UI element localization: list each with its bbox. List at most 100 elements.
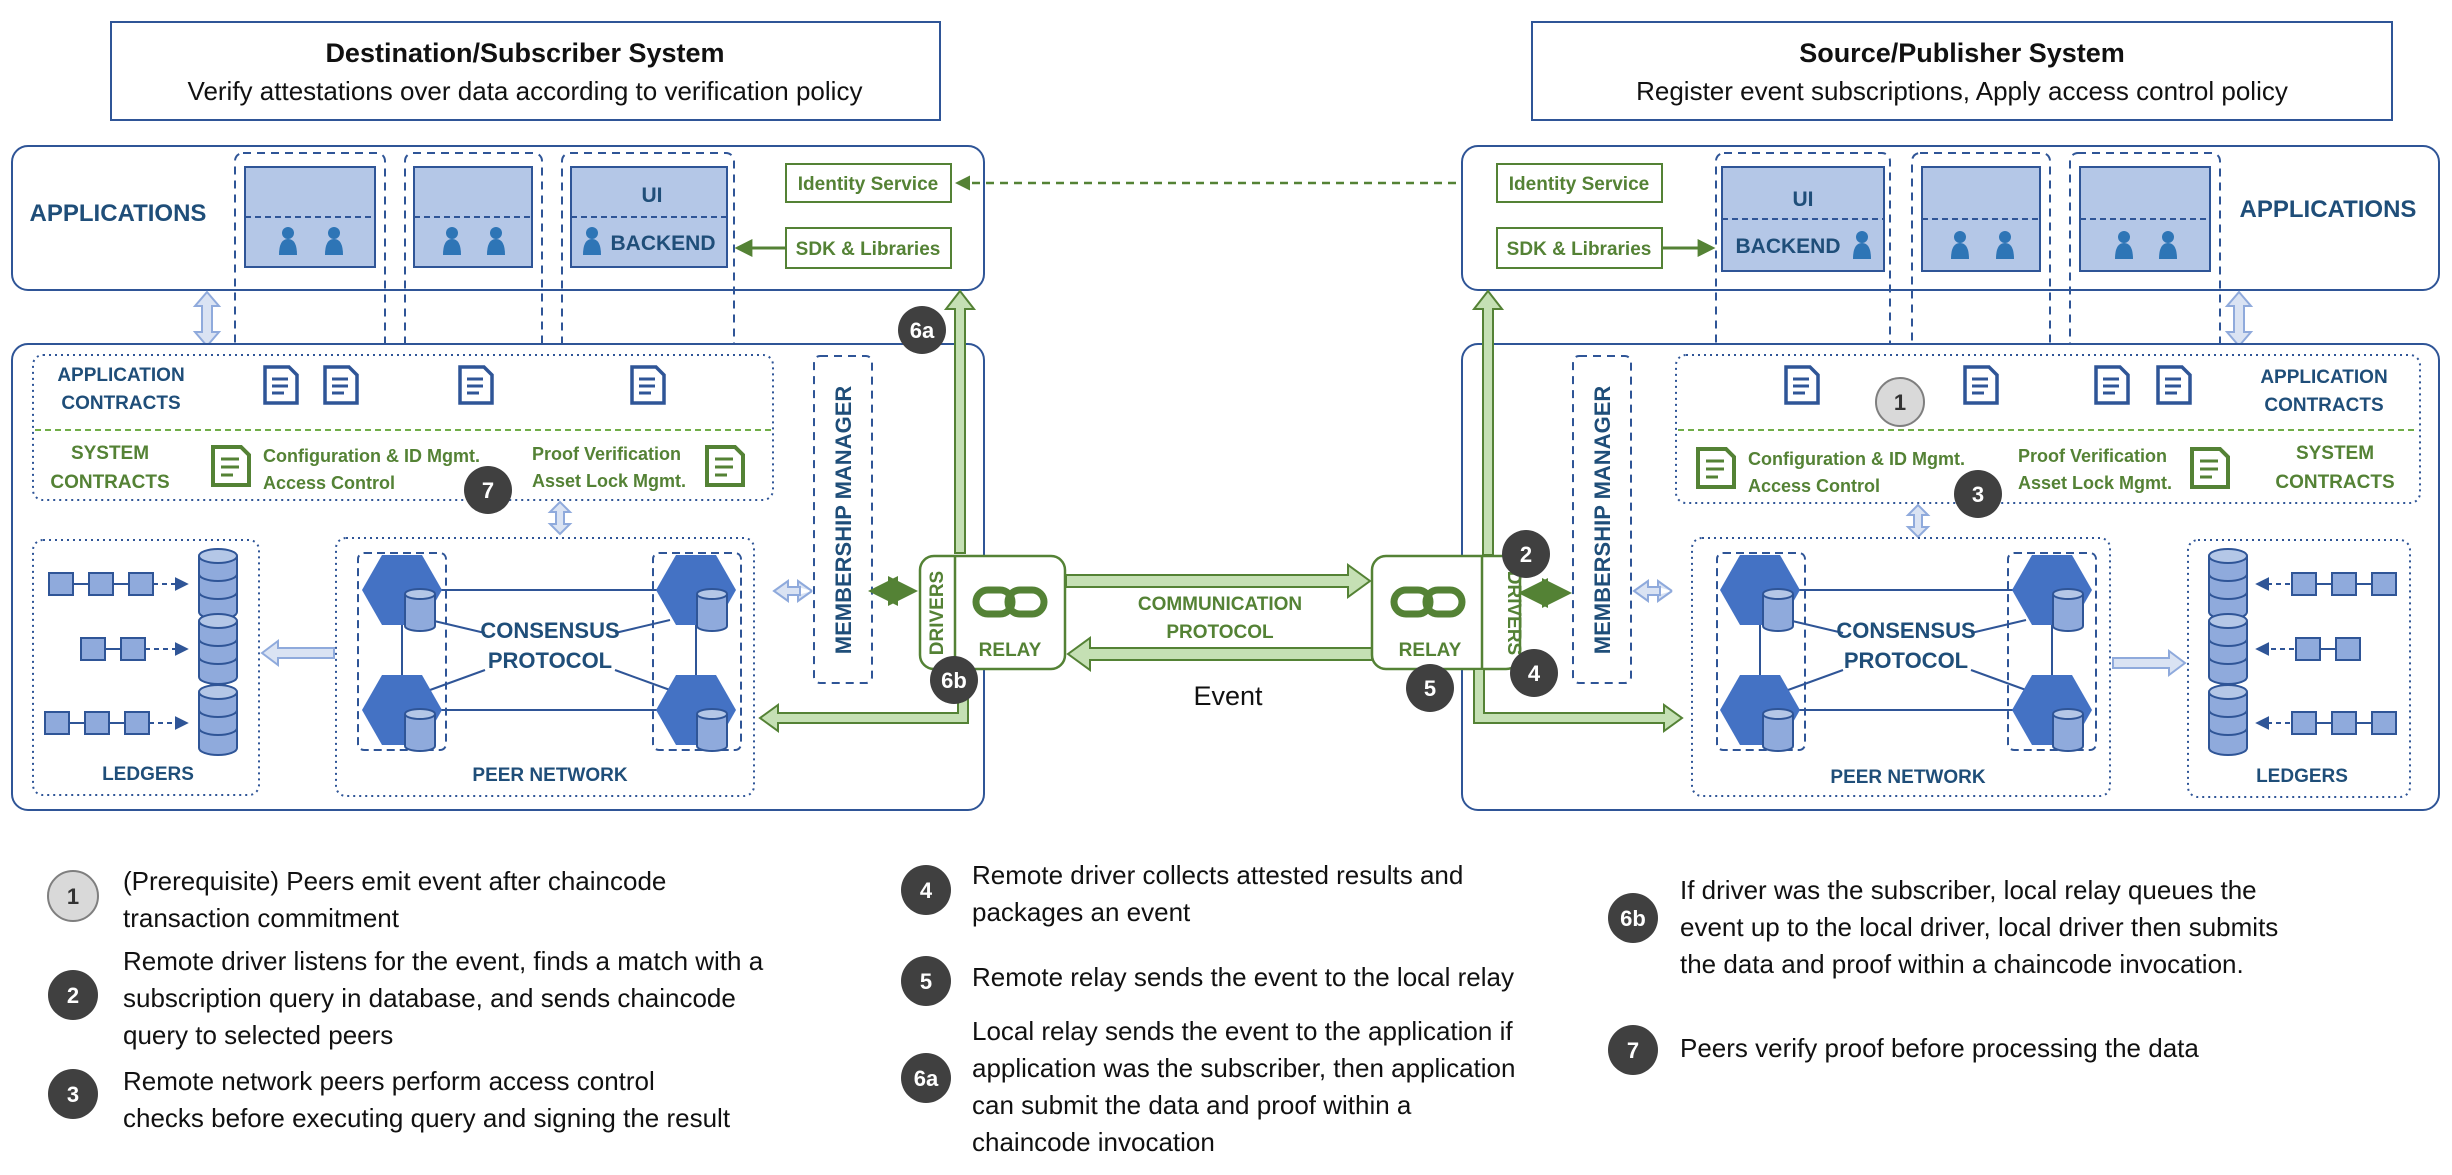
driver-to-peer-arrow: [1473, 668, 1684, 733]
peer-db-icon: [404, 588, 436, 632]
destination-app-column-1: [234, 152, 386, 416]
communication-line2: PROTOCOL: [1166, 622, 1274, 643]
destination-proof-line2: Asset Lock Mgmt.: [532, 471, 686, 491]
destination-peer-membership-arrow: [772, 579, 813, 603]
destination-app-contracts-line2: CONTRACTS: [61, 393, 180, 414]
destination-contracts-peer-arrow: [547, 500, 573, 536]
destination-app-contracts-line1: APPLICATION: [57, 365, 184, 386]
badge-4: 4: [1510, 649, 1558, 697]
destination-drivers-label: DRIVERS: [927, 571, 948, 655]
source-app-contracts-line2: CONTRACTS: [2264, 395, 2383, 416]
ledger-chain-3: [2255, 711, 2397, 735]
source-subtitle: Register event subscriptions, Apply acce…: [1636, 76, 2288, 106]
source-relay-label: RELAY: [1399, 640, 1462, 661]
source-header-box: [1531, 21, 2393, 121]
source-identity-service: [1496, 163, 1663, 203]
ledger-chain-1: [48, 572, 189, 596]
source-app-contracts-line1: APPLICATION: [2260, 367, 2387, 388]
source-consensus-line2: PROTOCOL: [1844, 648, 1968, 673]
contract-doc-icon: [1784, 365, 1820, 405]
contract-doc-icon: [458, 365, 494, 405]
destination-identity-service-label: Identity Service: [798, 174, 938, 195]
legend-badge: [48, 970, 98, 1020]
svg-text:1: 1: [1894, 390, 1906, 415]
legend-badge: [901, 865, 951, 915]
source-ledgers-panel: [2187, 539, 2411, 798]
legend-text-line: If driver was the subscriber, local rela…: [1680, 875, 2257, 905]
legend-badge: [1608, 1025, 1658, 1075]
destination-peer-ledger-arrow: [260, 639, 335, 667]
svg-text:3: 3: [1972, 482, 1984, 507]
source-config-line1: Configuration & ID Mgmt.: [1748, 449, 1965, 469]
svg-text:4: 4: [1528, 661, 1541, 686]
badge-3: 3: [1954, 470, 2002, 518]
destination-system-contracts-line2: CONTRACTS: [50, 472, 169, 493]
legend-badge-label: 7: [1627, 1038, 1639, 1063]
destination-subtitle: Verify attestations over data according …: [188, 76, 863, 106]
ledger-db-icon: [2208, 613, 2248, 685]
ledger-chain-2: [2255, 637, 2361, 661]
source-drivers-label: DRIVERS: [1503, 571, 1524, 655]
destination-peer-network-panel: [335, 537, 755, 797]
contract-doc-icon: [1963, 365, 1999, 405]
legend-text-line: event up to the local driver, local driv…: [1680, 912, 2278, 942]
legend-text-line: application was the subscriber, then app…: [972, 1053, 1515, 1083]
legend-badge: [1608, 893, 1658, 943]
communication-link: COMMUNICATION PROTOCOL Event: [955, 175, 1497, 711]
legend-text-line: can submit the data and proof within a: [972, 1090, 1412, 1120]
system-contract-doc-icon: [705, 445, 745, 487]
legend-text-line: subscription query in database, and send…: [123, 983, 736, 1013]
ledger-chain-1: [2255, 572, 2397, 596]
destination-config-line1: Configuration & ID Mgmt.: [263, 446, 480, 466]
contract-doc-icon: [2156, 365, 2192, 405]
step-badges: 6a 6b 7 1 2 3 4 5: [464, 306, 2002, 712]
contract-doc-icon: [263, 365, 299, 405]
legend-text-line: Remote relay sends the event to the loca…: [972, 962, 1514, 992]
destination-system-contracts-line1: SYSTEM: [71, 443, 149, 464]
legend-item: 3 Remote network peers perform access con…: [48, 1066, 731, 1133]
destination-identity-service: [785, 163, 952, 203]
destination-proof-line1: Proof Verification: [532, 444, 681, 464]
badge-6b: 6b: [930, 656, 978, 704]
destination-applications-label: APPLICATIONS: [30, 200, 207, 227]
legend-badge-label: 3: [67, 1082, 79, 1107]
source-app-tile-2: [1921, 166, 2041, 272]
ledger-chain-2: [80, 637, 189, 661]
destination-ledgers-label: LEDGERS: [102, 764, 194, 785]
legend-text-line: (Prerequisite) Peers emit event after ch…: [123, 866, 666, 896]
destination-sdk-libraries: [785, 227, 952, 269]
legend-text-line: Peers verify proof before processing the…: [1680, 1033, 2199, 1063]
system-contract-doc-icon: [2190, 447, 2230, 489]
legend-badge-label: 2: [67, 983, 79, 1008]
svg-text:6a: 6a: [910, 318, 935, 343]
source-config-line2: Access Control: [1748, 476, 1880, 496]
badge-1: 1: [1875, 377, 1925, 427]
legend-item: 7 Peers verify proof before processing th…: [1608, 1025, 2199, 1075]
legend-badge-label: 5: [920, 969, 932, 994]
source-membership-label: MEMBERSHIP MANAGER: [1590, 386, 1615, 655]
system-contract-doc-icon: [211, 445, 251, 487]
legend-badge-label: 1: [67, 884, 79, 909]
ledger-db-icon: [2208, 684, 2248, 756]
badge-5: 5: [1406, 664, 1454, 712]
legend-badge: [47, 870, 99, 922]
source-ledgers-label: LEDGERS: [2256, 766, 2348, 787]
destination-backend-label: BACKEND: [611, 232, 716, 255]
badge-7: 7: [464, 466, 512, 514]
source-consensus-line1: CONSENSUS: [1836, 618, 1975, 643]
source-membership-peer-arrow: [1632, 579, 1673, 603]
legend-text-line: chaincode invocation: [972, 1127, 1215, 1157]
destination-sdk-label: SDK & Libraries: [796, 239, 941, 260]
source-system-contracts-line2: CONTRACTS: [2275, 472, 2394, 493]
source-app-column-2: [1911, 152, 2051, 420]
source-system: Source/Publisher System Register event s…: [1370, 21, 2440, 811]
request-arrow: [1065, 563, 1372, 599]
legend-text-line: Remote network peers perform access cont…: [123, 1066, 655, 1096]
svg-text:2: 2: [1520, 542, 1532, 567]
destination-title: Destination/Subscriber System: [325, 38, 724, 68]
ledger-db-icon: [2208, 548, 2248, 620]
